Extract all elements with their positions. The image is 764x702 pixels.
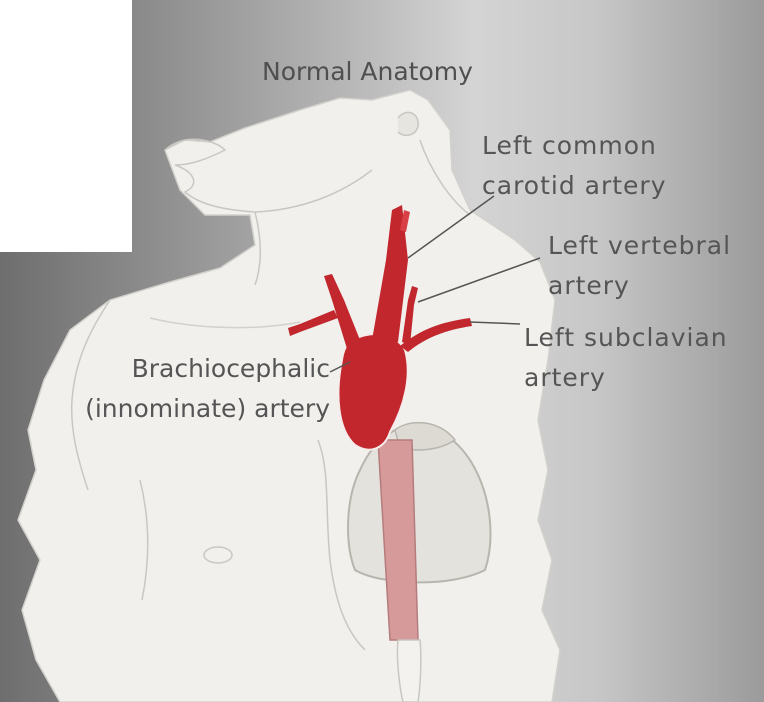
- label-line: (innominate) artery: [0, 389, 330, 429]
- label-line: Brachiocephalic: [0, 349, 330, 389]
- label-line: Left vertebral: [548, 226, 731, 266]
- label-line: artery: [524, 358, 728, 398]
- label-left-vertebral: Left vertebral artery: [548, 226, 731, 306]
- esophagus-lower: [397, 640, 420, 702]
- label-left-subclavian: Left subclavian artery: [524, 318, 728, 398]
- diagram-title: Normal Anatomy: [262, 52, 473, 92]
- label-line: artery: [548, 266, 731, 306]
- ear-outline: [398, 112, 418, 135]
- label-brachiocephalic: Brachiocephalic (innominate) artery: [0, 349, 330, 429]
- label-line: Left common: [482, 126, 667, 166]
- label-line: carotid artery: [482, 166, 667, 206]
- label-left-common-carotid: Left common carotid artery: [482, 126, 667, 206]
- label-line: Left subclavian: [524, 318, 728, 358]
